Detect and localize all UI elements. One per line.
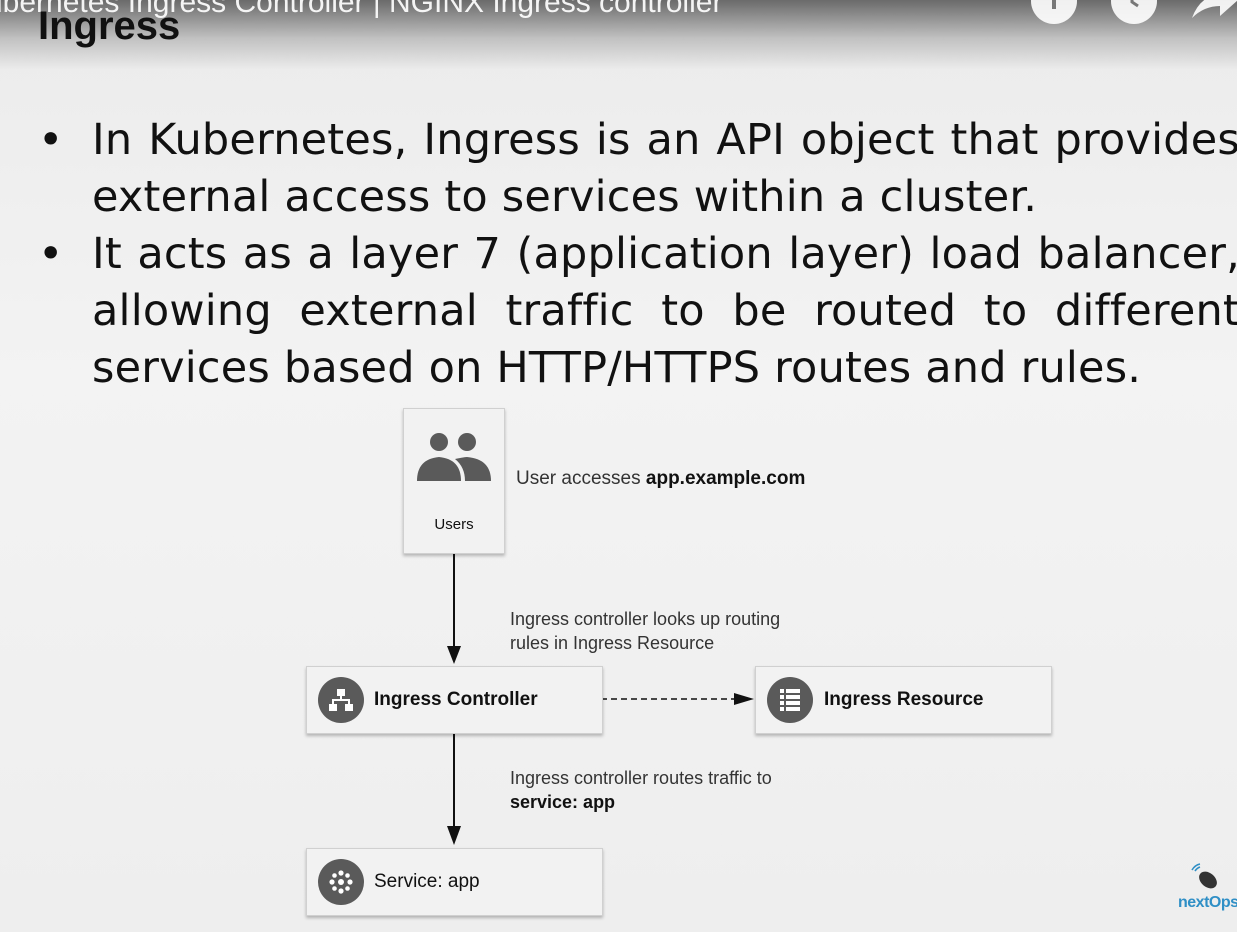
lookup-note-line: rules in Ingress Resource <box>510 633 715 653</box>
bullet-text: In Kubernetes, Ingress is an API object … <box>92 115 1237 222</box>
satellite-logo-icon <box>1191 863 1217 889</box>
nextops-logo: nextOps <box>1178 862 1237 918</box>
player-top-overlay <box>0 0 1237 70</box>
share-button[interactable] <box>1190 0 1237 22</box>
users-note: User accesses app.example.com <box>516 467 805 491</box>
ingress-controller-label: Ingress Controller <box>374 689 538 710</box>
users-icon <box>417 433 491 481</box>
clock-icon <box>1130 0 1139 8</box>
bullet-list: • In Kubernetes, Ingress is an API objec… <box>36 112 1237 397</box>
bullet-dot: • <box>38 229 64 279</box>
users-to-controller-arrowhead <box>447 646 461 664</box>
users-note-prefix: User accesses <box>516 468 641 489</box>
route-note-line: Ingress controller routes traffic to <box>510 768 772 788</box>
route-note-service: service: app <box>510 792 616 812</box>
share-arrow-icon <box>1192 0 1237 18</box>
video-title[interactable]: ubernetes Ingress Controller | NGINX Ing… <box>0 0 723 19</box>
users-note-host: app.example.com <box>645 468 806 489</box>
service-dots-icon <box>318 859 364 905</box>
ingress-controller-box: Ingress Controller <box>306 666 603 734</box>
controller-sitemap-icon <box>318 677 364 723</box>
resource-list-icon <box>767 677 813 723</box>
route-note: Ingress controller routes traffic to ser… <box>510 766 772 814</box>
controller-to-resource-arrowhead <box>734 693 754 705</box>
slide-title: Ingress <box>38 4 181 48</box>
service-label: Service: app <box>374 871 480 892</box>
lookup-note-line: Ingress controller looks up routing <box>510 609 781 629</box>
users-box: Users <box>403 408 505 554</box>
info-icon <box>1052 0 1056 9</box>
service-box: Service: app <box>306 848 603 916</box>
ingress-resource-box: Ingress Resource <box>755 666 1052 734</box>
controller-to-service-arrowhead <box>447 826 461 845</box>
bullet-item: • In Kubernetes, Ingress is an API objec… <box>36 112 1237 226</box>
bullet-dot: • <box>38 115 64 165</box>
lookup-note: Ingress controller looks up routing rule… <box>510 607 780 655</box>
bullet-text: It acts as a layer 7 (application layer)… <box>92 229 1237 393</box>
users-label: Users <box>434 516 474 533</box>
bullet-item: • It acts as a layer 7 (application laye… <box>36 226 1237 397</box>
logo-text: nextOps <box>1178 894 1237 911</box>
ingress-resource-label: Ingress Resource <box>824 689 984 710</box>
